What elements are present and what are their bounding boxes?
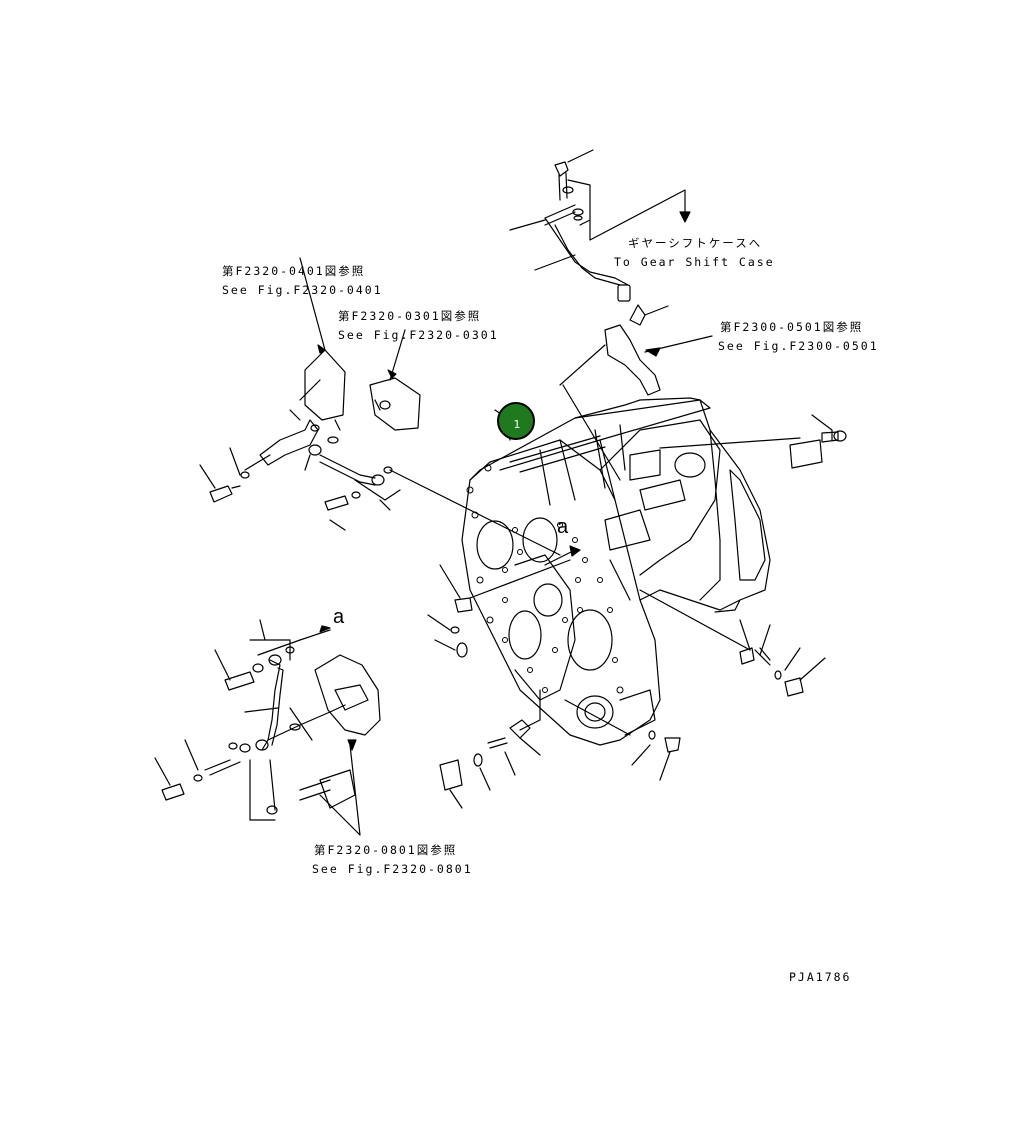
callout-ref-f2320-0301-jp: 第F2320-0301図参照	[338, 309, 482, 323]
callout-gear-shift-case-jp: ギヤーシフトケースへ	[628, 236, 763, 250]
marker-a-upper: a	[557, 516, 569, 538]
callout-ref-f2320-0401-jp: 第F2320-0401図参照	[222, 264, 366, 278]
callout-leaders	[317, 344, 397, 379]
breather-fitting[interactable]	[559, 324, 713, 481]
callout-ref-f2320-0801-en: See Fig.F2320-0801	[312, 862, 473, 876]
left-tube-group[interactable]	[199, 257, 561, 556]
marker-a-lower: a	[333, 606, 345, 628]
callout-ref-f2320-0801-jp: 第F2320-0801図参照	[314, 843, 458, 857]
callout-ref-f2300-0501-jp: 第F2300-0501図参照	[720, 320, 864, 334]
callout-ref-f2320-0401-en: See Fig.F2320-0401	[222, 283, 383, 297]
transmission-case[interactable]	[461, 397, 771, 746]
part-number-badge[interactable]: 1	[497, 402, 535, 440]
callout-ref-f2300-0501-en: See Fig.F2300-0501	[718, 339, 879, 353]
plugs-and-seals[interactable]	[427, 559, 826, 809]
callout-ref-f2320-0301-en: See Fig.F2320-0301	[338, 328, 499, 342]
drawing-code: PJA1786	[789, 970, 852, 984]
a-marker-arrowhead-upper	[569, 545, 581, 557]
a-marker-arrow-upper	[544, 549, 576, 566]
cover-plate-right[interactable]	[659, 414, 847, 469]
lower-left-tube-group[interactable]	[154, 619, 381, 836]
flange-bolt-holes	[466, 464, 624, 694]
gear-shift-tube-group[interactable]	[509, 149, 691, 326]
callout-gear-shift-case-en: To Gear Shift Case	[614, 255, 775, 269]
